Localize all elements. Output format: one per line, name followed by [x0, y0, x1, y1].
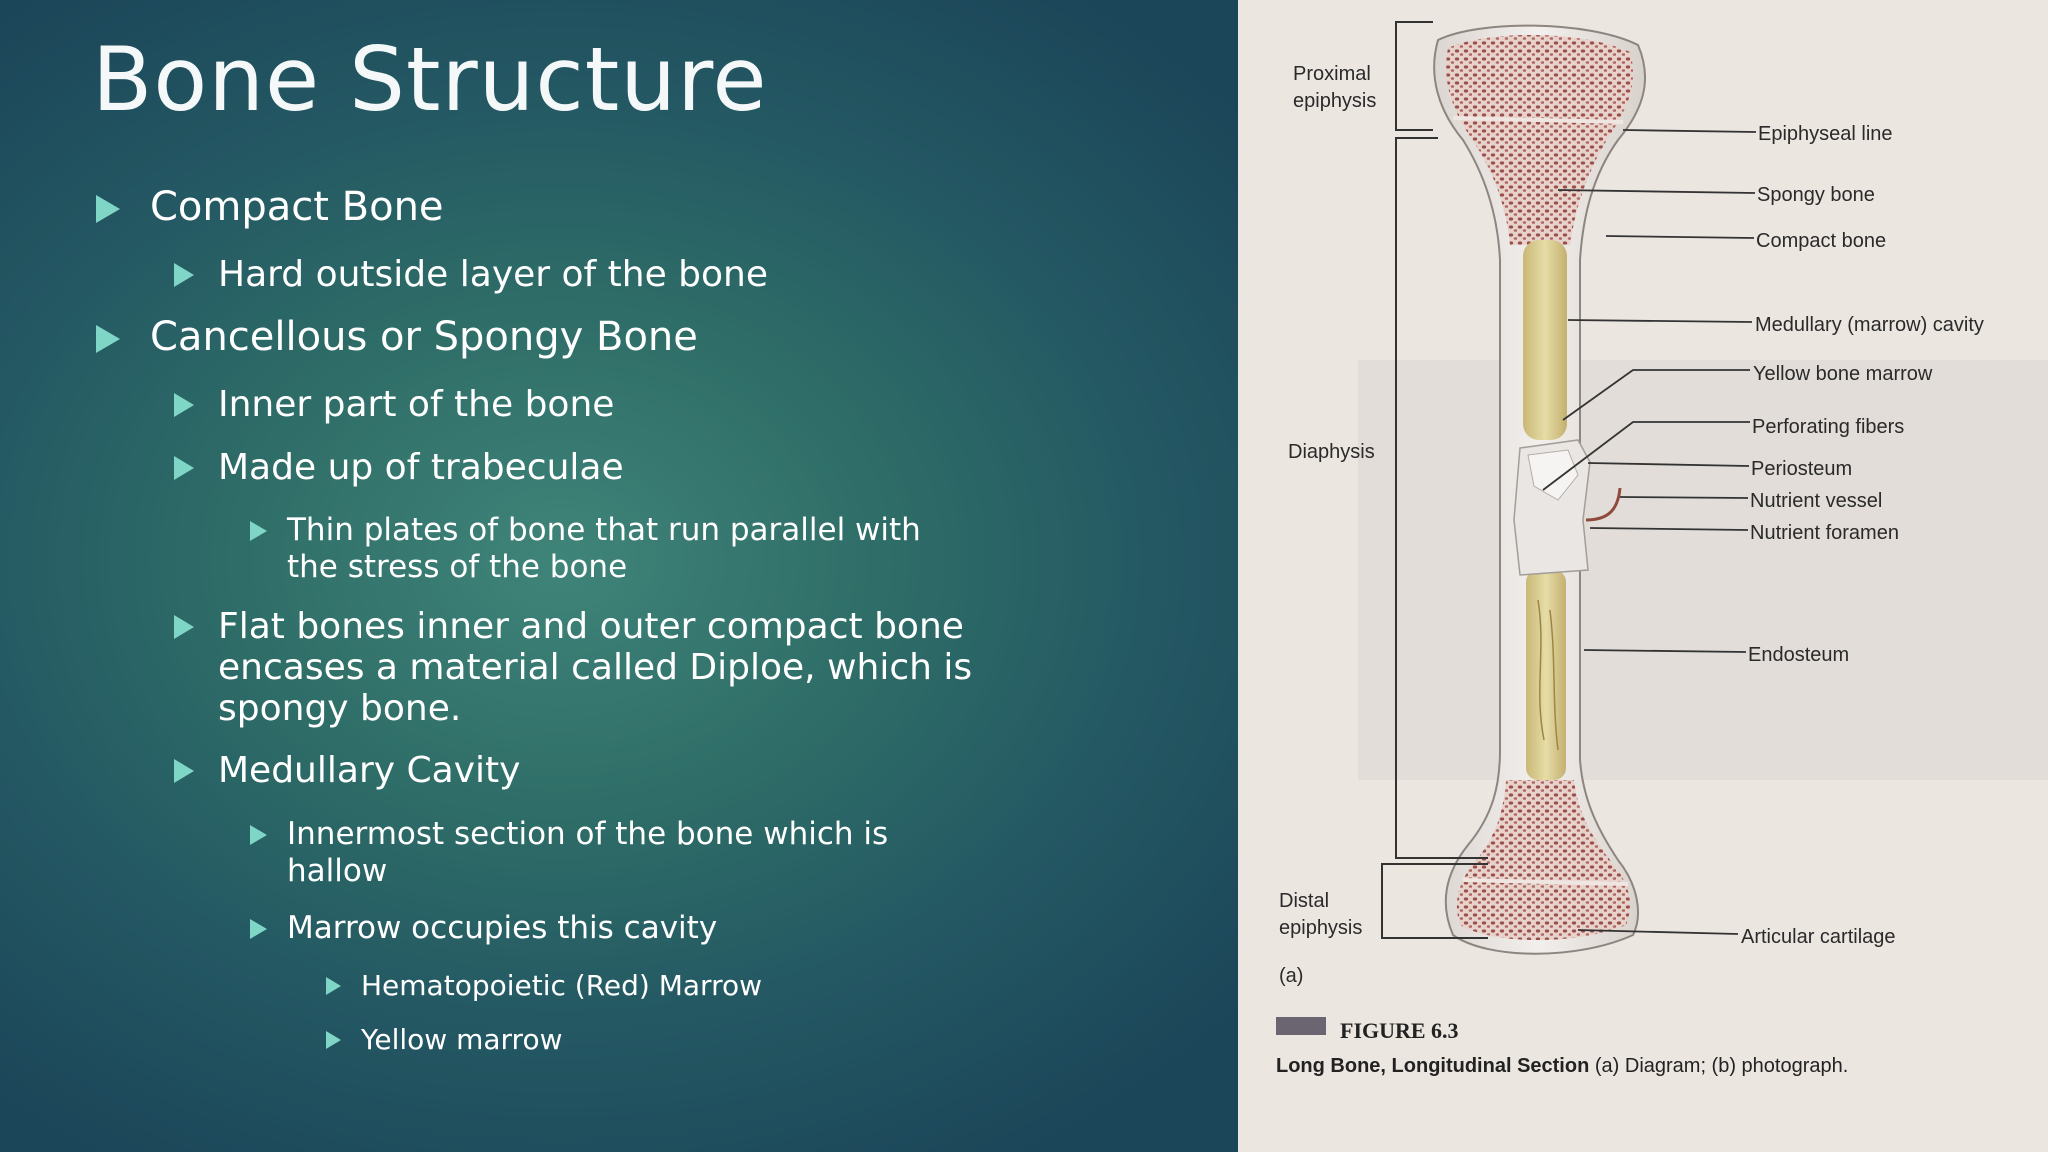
- bullet-triangle-icon: [326, 977, 341, 995]
- bullet-text: Inner part of the bone: [218, 384, 615, 425]
- label-medullary-cavity: Medullary (marrow) cavity: [1755, 314, 1984, 336]
- label-proximal-2: epiphysis: [1293, 90, 1376, 112]
- caption-bar: [1276, 1017, 1326, 1035]
- caption-bold: Long Bone, Longitudinal Section: [1276, 1055, 1589, 1077]
- spongy-bone-distal: [1456, 780, 1630, 940]
- bullet-compact-bone: Compact Bone: [96, 184, 444, 230]
- caption-text: Long Bone, Longitudinal Section (a) Diag…: [1276, 1055, 1848, 1077]
- epiphyseal-line-mark: [1452, 116, 1624, 124]
- medullary-cavity-upper: [1523, 240, 1567, 440]
- bone-figure-panel: Proximal epiphysis Diaphysis Distal epip…: [1238, 0, 2048, 1152]
- bullet-text: Flat bones inner and outer compact bone …: [218, 606, 973, 729]
- label-nutrient-foramen: Nutrient foramen: [1750, 522, 1899, 544]
- bullet-text: Innermost section of the bone which is h…: [287, 816, 889, 889]
- slide-title: Bone Structure: [92, 28, 768, 131]
- bullet-text: Thin plates of bone that run parallel wi…: [287, 512, 921, 585]
- bullet-thin-plates: Thin plates of bone that run parallel wi…: [250, 512, 921, 586]
- label-diaphysis: Diaphysis: [1288, 441, 1375, 463]
- bullet-yellow-marrow: Yellow marrow: [326, 1023, 562, 1057]
- bullet-text: Hard outside layer of the bone: [218, 254, 769, 295]
- bracket-diaphysis: [1395, 137, 1488, 859]
- photo-background: [1358, 360, 2048, 780]
- bullet-triangle-icon: [174, 456, 194, 480]
- label-perforating-fibers: Perforating fibers: [1752, 416, 1904, 438]
- bullet-text: Yellow marrow: [361, 1023, 563, 1056]
- medullary-cavity-lower: [1526, 570, 1566, 780]
- bullet-triangle-icon: [326, 1031, 341, 1049]
- label-proximal-1: Proximal: [1293, 63, 1371, 85]
- caption-figure-number: FIGURE 6.3: [1340, 1018, 1459, 1043]
- bullet-text: Medullary Cavity: [218, 750, 521, 791]
- distal-epiphyseal-line: [1462, 878, 1629, 886]
- label-compact-bone: Compact bone: [1756, 230, 1886, 252]
- label-articular-cartilage: Articular cartilage: [1741, 926, 1896, 948]
- bullet-medullary: Medullary Cavity: [174, 750, 520, 791]
- label-epiphyseal-line: Epiphyseal line: [1758, 123, 1893, 145]
- bullet-text: Compact Bone: [150, 184, 444, 230]
- bullet-compact-desc: Hard outside layer of the bone: [174, 254, 768, 295]
- label-spongy-bone: Spongy bone: [1757, 184, 1875, 206]
- slide-text-panel: Bone Structure Compact Bone Hard outside…: [92, 28, 972, 1057]
- bullet-triangle-icon: [250, 919, 267, 939]
- label-distal-1: Distal: [1279, 890, 1329, 912]
- periosteum-flap: [1527, 449, 1579, 501]
- bullet-triangle-icon: [174, 263, 194, 287]
- bullet-text: Made up of trabeculae: [218, 447, 624, 488]
- bullet-text: Hematopoietic (Red) Marrow: [361, 969, 762, 1002]
- bracket-proximal: [1395, 21, 1433, 131]
- bullet-text: Marrow occupies this cavity: [287, 910, 718, 946]
- bullet-text: Cancellous or Spongy Bone: [150, 314, 698, 360]
- bullet-triangle-icon: [250, 521, 267, 541]
- long-bone-diagram: Proximal epiphysis Diaphysis Distal epip…: [1276, 21, 2048, 1077]
- label-endosteum: Endosteum: [1748, 644, 1849, 666]
- bullet-marrow: Marrow occupies this cavity: [250, 910, 717, 947]
- label-panel-a: (a): [1279, 965, 1303, 987]
- bullet-triangle-icon: [174, 393, 194, 417]
- label-leader-lines: [1542, 129, 1757, 935]
- bullet-triangle-icon: [96, 195, 120, 223]
- bullet-triangle-icon: [174, 759, 194, 783]
- bullet-inner-part: Inner part of the bone: [174, 384, 614, 425]
- label-yellow-bone-marrow: Yellow bone marrow: [1753, 363, 1933, 385]
- label-distal-2: epiphysis: [1279, 917, 1362, 939]
- label-periosteum: Periosteum: [1751, 458, 1852, 480]
- bullet-innermost: Innermost section of the bone which is h…: [250, 816, 888, 890]
- bracket-distal: [1381, 863, 1488, 939]
- bullet-triangle-icon: [96, 325, 120, 353]
- bullet-red-marrow: Hematopoietic (Red) Marrow: [326, 969, 762, 1003]
- bullet-triangle-icon: [174, 615, 194, 639]
- caption-rest: (a) Diagram; (b) photograph.: [1589, 1055, 1848, 1077]
- nutrient-vessel-mark: [1585, 487, 1622, 522]
- bullet-trabeculae: Made up of trabeculae: [174, 447, 624, 488]
- marrow-vessels: [1537, 599, 1559, 751]
- spongy-bone-proximal: [1446, 34, 1634, 246]
- bullet-cancellous: Cancellous or Spongy Bone: [96, 314, 698, 360]
- bullet-triangle-icon: [250, 825, 267, 845]
- label-nutrient-vessel: Nutrient vessel: [1750, 490, 1882, 512]
- bullet-flat-bones: Flat bones inner and outer compact bone …: [174, 606, 972, 729]
